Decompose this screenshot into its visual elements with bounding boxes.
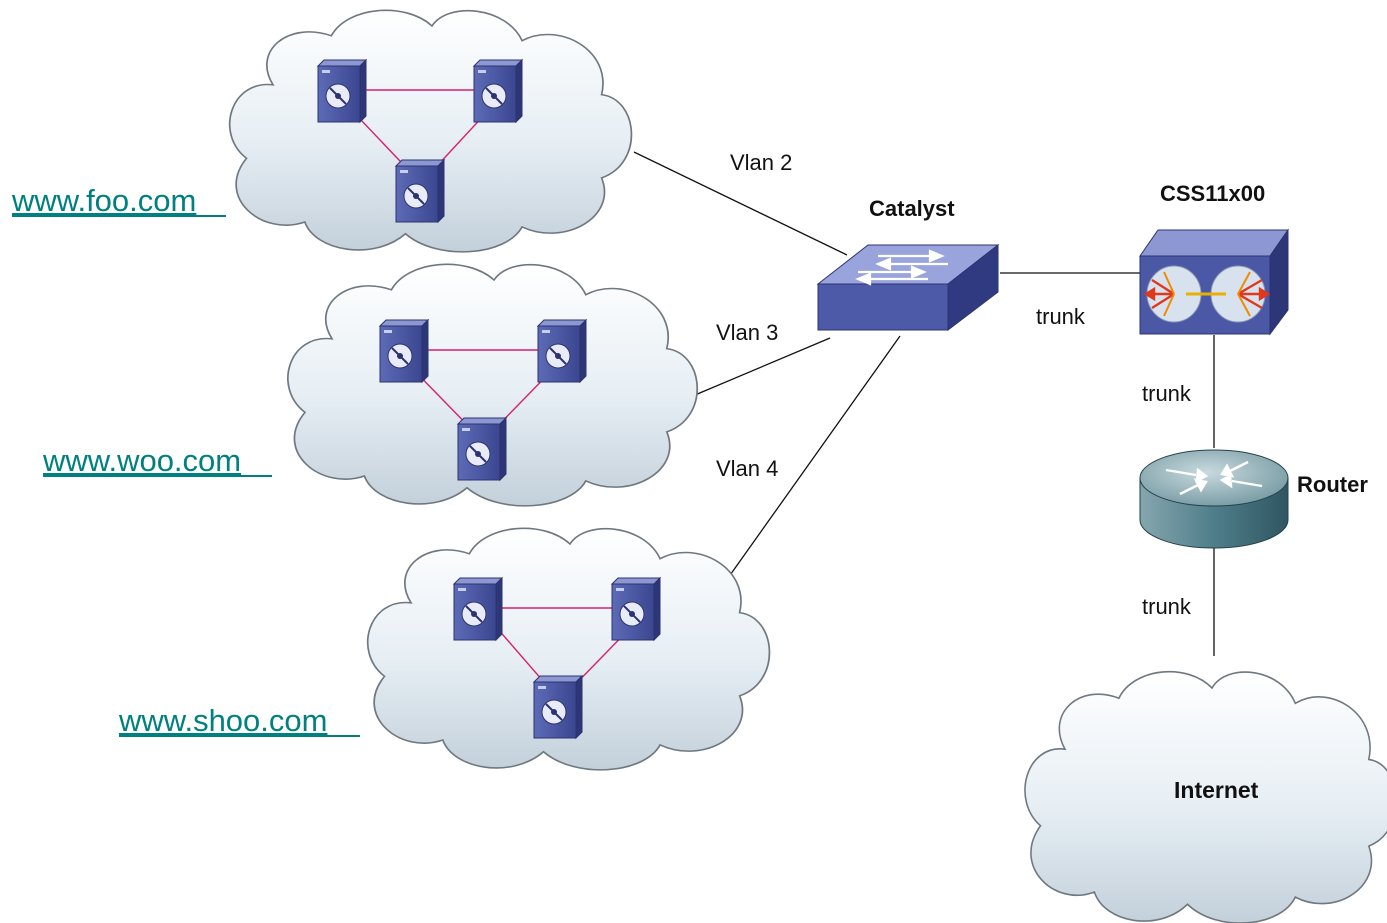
router-icon: [1139, 449, 1289, 549]
vlan-label-2: Vlan 2: [730, 150, 792, 175]
css-content-switch-icon: [1139, 228, 1289, 336]
internet-label: Internet: [1174, 777, 1259, 803]
site-link-shoo[interactable]: www.shoo.com: [118, 703, 327, 738]
server-farm-foo: [228, 9, 633, 253]
router-label: Router: [1297, 472, 1368, 497]
server-icon: [317, 59, 367, 123]
link-vlan3: [694, 337, 831, 396]
server-icon: [533, 675, 583, 739]
site-link-foo[interactable]: www.foo.com: [11, 183, 196, 218]
server-farm-woo: [287, 263, 699, 507]
catalyst-label: Catalyst: [869, 196, 955, 221]
site-link-woo[interactable]: www.woo.com: [42, 443, 241, 478]
link-vlan4: [727, 335, 901, 579]
server-icon: [537, 319, 587, 383]
catalyst-switch-icon: [816, 243, 1000, 332]
server-icon: [379, 319, 429, 383]
trunk-label-css-router: trunk: [1142, 381, 1192, 406]
server-icon: [457, 417, 507, 481]
server-icon: [611, 577, 661, 641]
trunk-label-switch-css: trunk: [1036, 304, 1086, 329]
vlan-label-3: Vlan 3: [716, 320, 778, 345]
css-label: CSS11x00: [1160, 181, 1265, 206]
server-icon: [473, 59, 523, 123]
vlan-label-4: Vlan 4: [716, 456, 778, 481]
trunk-label-router-internet: trunk: [1142, 594, 1192, 619]
server-farm-shoo: [366, 527, 771, 771]
link-vlan2: [633, 151, 848, 256]
server-icon: [395, 159, 445, 223]
server-icon: [453, 577, 503, 641]
